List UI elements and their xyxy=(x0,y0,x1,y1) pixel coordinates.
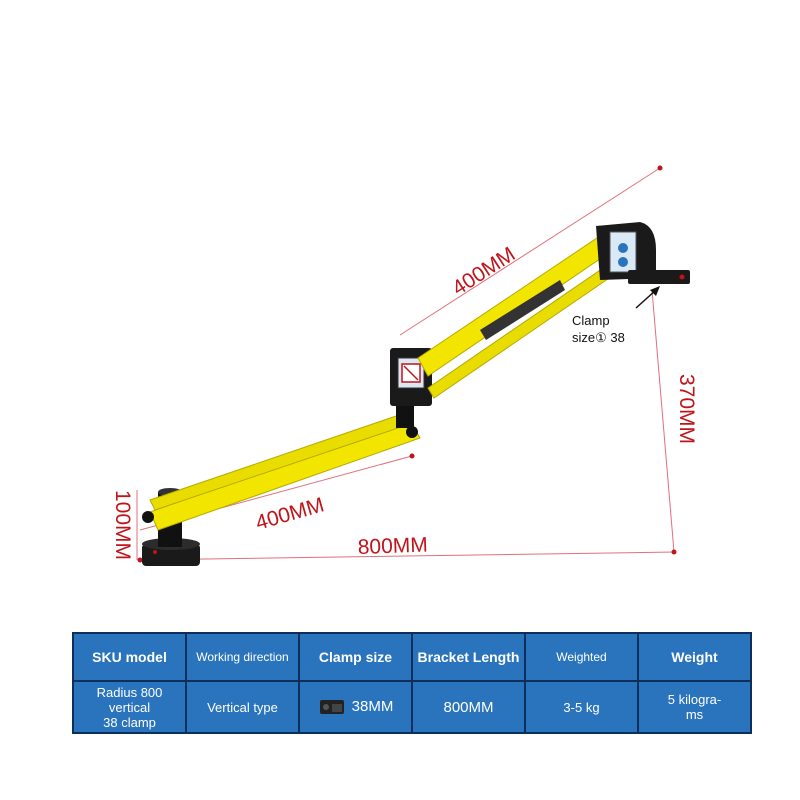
lower-arm xyxy=(142,413,421,531)
cell-weight-line2: ms xyxy=(685,707,704,722)
cell-clamp-size: 38MM xyxy=(298,680,413,734)
cell-weight: 5 kilogra- ms xyxy=(637,680,752,734)
callout-line2: size① 38 xyxy=(572,330,625,345)
upper-arm xyxy=(417,231,619,399)
cell-sku: Radius 800 vertical 38 clamp xyxy=(72,680,187,734)
cell-weight-line1: 5 kilogra- xyxy=(667,692,722,707)
product-illustration: Clamp size① 38 400MM 400MM 800MM 370MM 1… xyxy=(111,165,698,566)
dimension-endpoints xyxy=(137,165,677,563)
control-panel-icon xyxy=(609,231,637,273)
cell-clamp-size-value: 38MM xyxy=(351,697,394,715)
header-sku-model: SKU model xyxy=(72,632,187,682)
header-bracket-length: Bracket Length xyxy=(411,632,526,682)
spec-table: SKU model Working direction Clamp size B… xyxy=(72,632,752,734)
upper-arm-dimension-line xyxy=(399,167,661,336)
header-weight: Weight xyxy=(637,632,752,682)
cell-bracket-length: 800MM xyxy=(411,680,526,734)
header-clamp-size: Clamp size xyxy=(298,632,413,682)
clamp-icon xyxy=(319,700,344,714)
table-row: Radius 800 vertical 38 clamp Vertical ty… xyxy=(72,680,752,734)
warning-label-icon xyxy=(401,363,421,383)
cell-direction: Vertical type xyxy=(185,680,300,734)
lower-arm-dimension-label: 400MM xyxy=(253,493,327,534)
cell-weighted: 3-5 kg xyxy=(524,680,639,734)
upper-arm-dimension-label: 400MM xyxy=(448,243,519,300)
reach-dimension-label: 800MM xyxy=(357,534,428,559)
height-dimension-label: 370MM xyxy=(675,374,698,444)
callout-line1: Clamp xyxy=(572,313,610,328)
table-header-row: SKU model Working direction Clamp size B… xyxy=(72,632,752,682)
height-dimension-line xyxy=(651,289,675,553)
head-unit xyxy=(596,222,690,284)
cell-sku-line1: Radius 800 vertical xyxy=(96,684,163,715)
header-weighted: Weighted xyxy=(524,632,639,682)
clamp-callout: Clamp size① 38 xyxy=(572,286,660,345)
base-dimension-label: 100MM xyxy=(111,490,134,560)
reach-dimension-line xyxy=(139,551,675,561)
cell-sku-line2: 38 clamp xyxy=(103,714,156,730)
header-working-direction: Working direction xyxy=(185,632,300,682)
